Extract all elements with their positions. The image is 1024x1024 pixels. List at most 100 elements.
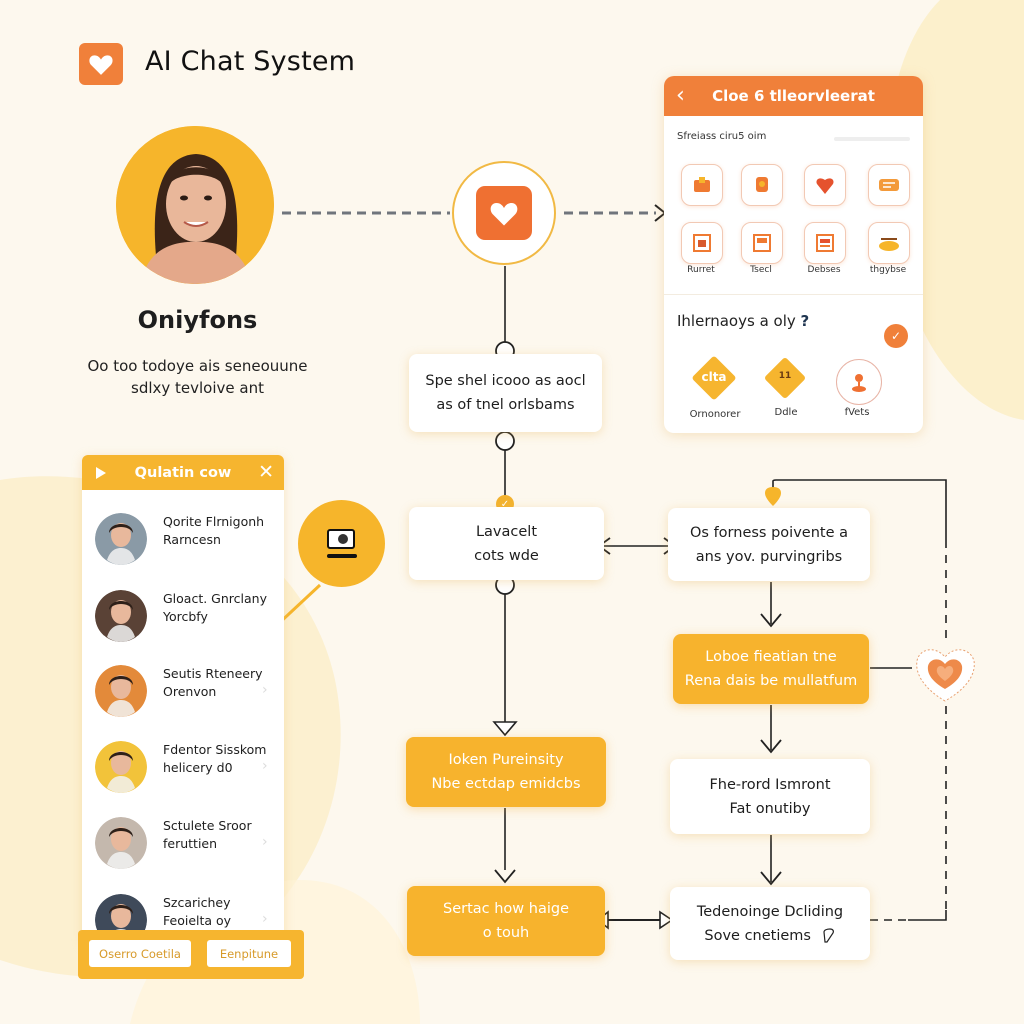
panel-subtitle: Sfreiass ciru5 oim (677, 131, 767, 142)
conversation-subtitle: Orenvon (163, 684, 217, 699)
flow-step-card[interactable]: Fhe-rord Ismront Fat onutiby (670, 759, 870, 834)
app-tile[interactable] (681, 222, 723, 264)
avatar (95, 513, 147, 565)
profile-description-line: Oo too todoye ais seneouune (87, 357, 308, 375)
app-tile-label: thgybse (869, 265, 907, 275)
chevron-right-icon[interactable]: › (262, 911, 268, 927)
flow-step-card[interactable]: Tedenoinge Dcliding Sove cnetiems (670, 887, 870, 960)
app-tile[interactable] (868, 164, 910, 206)
arrow-head (760, 613, 782, 628)
app-tile[interactable] (804, 222, 846, 264)
avatar (95, 741, 147, 793)
chevron-right-icon[interactable]: › (262, 834, 268, 850)
heart-icon (490, 203, 518, 226)
avatar (95, 817, 147, 869)
conversation-name: Fdentor Sisskom (163, 742, 267, 757)
person-portrait-icon (95, 741, 147, 793)
footer-button-primary[interactable]: Oserro Coetila (89, 940, 191, 967)
conversation-list-item[interactable]: Fdentor Sisskom helicery d0 › (82, 732, 284, 804)
flow-step-card[interactable]: Spe shel icooo as aocl as of tnel orlsba… (409, 354, 602, 432)
conversation-name: Sctulete Sroor (163, 818, 252, 833)
avatar (95, 590, 147, 642)
location-pin-icon (765, 487, 781, 506)
card-text: Fhe-rord Ismront (709, 776, 831, 793)
flow-step-card-highlight[interactable]: Sertac how haige o touh (407, 886, 605, 956)
app-icon-7 (816, 234, 834, 252)
profile-avatar[interactable] (116, 126, 274, 284)
play-icon[interactable] (94, 465, 108, 481)
person-portrait-icon (95, 817, 147, 869)
card-text: as of tnel orlsbams (436, 397, 575, 413)
conversation-title: Sctulete Sroor feruttien (163, 817, 273, 853)
flow-step-card[interactable]: Lavacelt cots wde (409, 507, 604, 580)
card-text: ans yov. purvingribs (695, 548, 843, 565)
app-icon-2 (756, 177, 768, 192)
conversation-name: Qorite Flrnigonh (163, 514, 265, 529)
chevron-right-icon[interactable]: › (262, 758, 268, 774)
check-icon[interactable]: ✓ (884, 324, 908, 348)
panel-title: Cloe 6 tlleorvleerat (712, 87, 875, 105)
question-mark: ? (800, 312, 810, 330)
arrow-head (659, 910, 674, 930)
conversation-name: Seutis Rteneery (163, 666, 263, 681)
conversation-list-item[interactable]: Sctulete Sroor feruttien › (82, 808, 284, 880)
profile-name: Oniyfons (137, 306, 258, 334)
card-text: Os forness poivente a (690, 524, 848, 541)
close-icon[interactable]: ✕ (258, 461, 274, 483)
conversation-subtitle: feruttien (163, 836, 218, 851)
hub-node[interactable] (452, 161, 556, 265)
chevron-left-icon[interactable]: ‹ (676, 83, 685, 108)
card-text: Lavacelt (475, 523, 538, 540)
heart-icon (916, 649, 975, 702)
option-label: Ornonorer (689, 409, 741, 420)
app-title: AI Chat System (145, 46, 356, 77)
person-portrait-icon (95, 590, 147, 642)
profile-description: Oo too todoye ais seneouune sdlxy tevloi… (70, 355, 325, 399)
list-footer: Oserro Coetila Eenpitune (78, 930, 304, 979)
conversation-name: Gloact. Gnrclany (163, 591, 267, 606)
app-selector-panel: ‹ Cloe 6 tlleorvleerat Sfreiass ciru5 oi… (664, 76, 923, 433)
app-tile-label: Debses (807, 265, 841, 275)
app-tile[interactable] (741, 164, 783, 206)
app-tile[interactable] (681, 164, 723, 206)
list-title: Qulatin cow (134, 464, 232, 481)
flow-step-card-highlight[interactable]: Ioken Pureinsity Nbe ectdap emidcbs (406, 737, 606, 807)
option-circle[interactable] (836, 359, 882, 405)
card-text-row: Sove cnetiems (704, 924, 835, 948)
footer-button-secondary[interactable]: Eenpitune (207, 940, 291, 967)
card-text: Loboe fieatian tne (705, 649, 837, 665)
app-tile[interactable] (868, 222, 910, 264)
divider (664, 294, 923, 295)
option-diamond-text: 11 (778, 371, 792, 381)
arrow-head (494, 869, 516, 884)
card-text: cots wde (474, 547, 539, 564)
card-text: Ioken Pureinsity (448, 752, 564, 768)
chevron-right-icon[interactable]: › (262, 682, 268, 698)
card-text: Tedenoinge Dcliding (696, 903, 844, 920)
list-header: Qulatin cow ✕ (82, 455, 284, 490)
panel-progress-bar (834, 137, 910, 141)
app-icon-3 (816, 178, 834, 194)
app-tile[interactable] (804, 164, 846, 206)
conversation-subtitle: helicery d0 (163, 760, 233, 775)
app-tile-label: Rurret (687, 265, 715, 275)
profile-description-line: sdlxy tevloive ant (131, 379, 264, 397)
camera-button[interactable] (298, 500, 385, 587)
connector-line (772, 479, 947, 540)
app-icon-8 (879, 238, 899, 251)
card-text: Spe shel icooo as aocl (425, 373, 586, 389)
flow-step-card[interactable]: Os forness poivente a ans yov. purvingri… (668, 508, 870, 581)
app-tile[interactable] (741, 222, 783, 264)
flow-step-card-highlight[interactable]: Loboe fieatian tne Rena dais be mullatfu… (673, 634, 869, 704)
person-portrait-icon (116, 126, 274, 284)
feedback-badge[interactable] (913, 643, 978, 705)
option-label: fVets (844, 407, 870, 418)
